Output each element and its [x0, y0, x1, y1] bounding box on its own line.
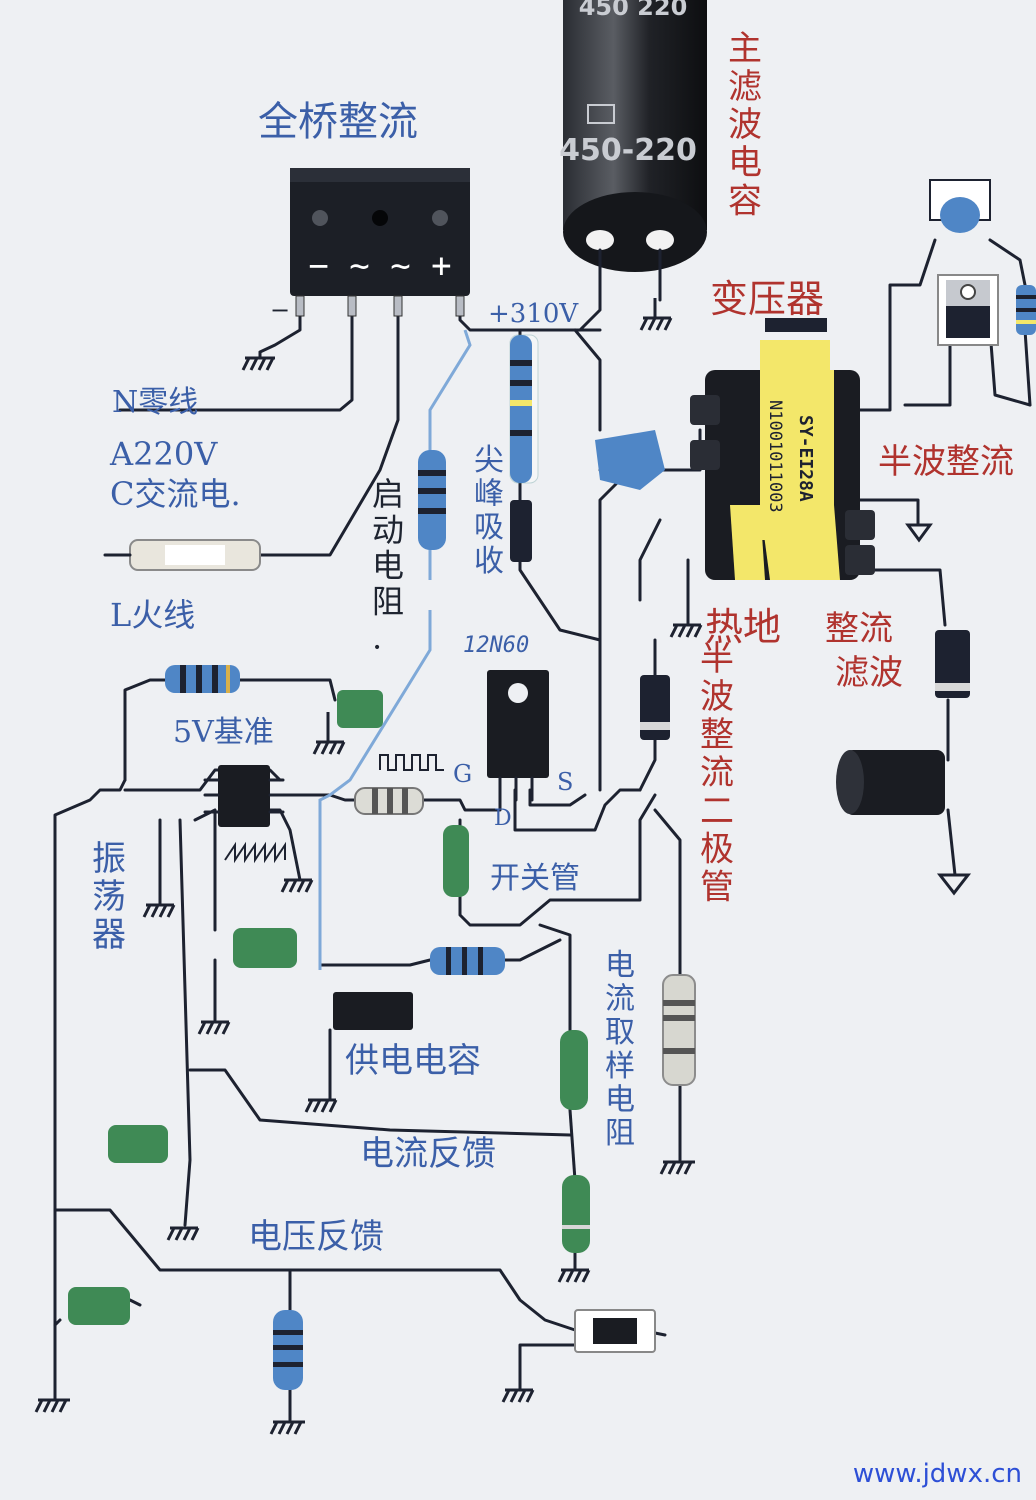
label-310v: +310V — [488, 299, 579, 329]
arrow-ground-icon — [936, 873, 972, 896]
ground-icon — [269, 1420, 305, 1435]
label-hot-ground: 热地 — [705, 605, 781, 649]
label-bridge: 全桥整流 — [258, 99, 418, 145]
label-ref-5v: 5V基准 — [173, 715, 274, 750]
oscillator-capacitor — [233, 928, 297, 968]
main-capacitor: 450 220 450-220 — [559, 0, 707, 302]
ref-resistor — [165, 665, 240, 693]
mosfet — [487, 670, 549, 802]
label-transformer: 变压器 — [710, 277, 824, 321]
pwm-wave-icon — [379, 754, 444, 771]
label-supply-cap: 供电电容 — [345, 1041, 481, 1081]
label-oscillator: 振荡器 — [92, 839, 126, 955]
label-switch-tube: 开关管 — [490, 861, 580, 896]
label-main-cap-1: 主滤波电容 — [728, 29, 762, 221]
label-current-fb: 电流反馈 — [360, 1134, 496, 1174]
startup-trace-2 — [318, 610, 432, 970]
wires — [53, 238, 1032, 1422]
cap-marking-top: 450 220 — [579, 0, 688, 21]
ref-capacitor — [337, 690, 383, 728]
label-snubber: 尖峰吸收 — [474, 443, 504, 579]
label-rect-filter-1: 整流滤波 — [825, 609, 903, 693]
label-mosfet-part: 12N60 — [463, 633, 529, 658]
label-rect-filter: 整流滤波 — [825, 609, 903, 693]
ground-symbols — [34, 298, 972, 1435]
arrow-ground-icon — [905, 523, 933, 543]
ground-icon — [34, 1398, 70, 1413]
controller-ic — [203, 765, 285, 827]
transformer: N1001011003 SY-EI28A — [690, 318, 875, 580]
ground-icon — [142, 903, 176, 918]
output-regulator — [929, 179, 1036, 346]
snubber-resistor — [509, 334, 539, 484]
label-pin-g: G — [453, 760, 472, 788]
label-startup: 启动电阻. — [372, 475, 404, 656]
label-voltage-fb: 电压反馈 — [248, 1217, 384, 1257]
output-capacitor — [836, 750, 945, 815]
snubber-diode — [510, 500, 532, 562]
label-pin-d: D — [494, 806, 512, 831]
label-oscillator-text: 振荡器 — [92, 839, 126, 955]
label-current-sense: 电流取样电阻 — [605, 948, 635, 1151]
vfb-capacitor — [68, 1287, 130, 1325]
feedback-resistor — [430, 947, 505, 975]
ground-icon — [501, 1388, 535, 1403]
transformer-marking: SY-EI28A — [795, 415, 816, 502]
startup-resistor — [418, 450, 446, 550]
supply-capacitor — [333, 992, 413, 1030]
ground-icon — [659, 1160, 695, 1175]
label-minus: − — [270, 296, 290, 324]
watermark: www.jdwx.cn — [853, 1459, 1022, 1489]
sawtooth-icon — [224, 841, 286, 864]
fb-capacitor — [108, 1125, 168, 1163]
optocoupler — [574, 1309, 656, 1353]
fuse — [103, 539, 261, 571]
transformer-marking-2: N1001011003 — [765, 400, 785, 513]
label-half-wave-diode: 半波整流二极管 — [700, 639, 734, 907]
ground-icon — [197, 1020, 231, 1035]
label-current-sense-text: 电流取样电阻 — [605, 948, 635, 1151]
ground-icon — [241, 352, 275, 371]
ground-icon — [280, 878, 314, 893]
bridge-pin-labels: − ~ ~ + — [308, 246, 451, 286]
ground-icon — [557, 1268, 591, 1283]
label-ac220-c: C交流电. — [110, 475, 241, 513]
sense-resistor-white — [662, 974, 696, 1086]
cap-marking-side: 450-220 — [559, 133, 697, 168]
rect-diode — [935, 630, 970, 698]
label-half-wave-diode-text: 半波整流二极管 — [700, 639, 734, 907]
snubber-capacitor — [595, 430, 665, 490]
label-pin-s: S — [557, 768, 573, 796]
ground-icon — [312, 712, 346, 755]
ground-icon — [639, 298, 673, 331]
ground-icon — [669, 623, 703, 638]
label-snubber-text: 尖峰吸收 — [474, 443, 504, 579]
label-ac220-a: A220V — [109, 435, 218, 473]
current-sense-resistor — [560, 1030, 588, 1110]
label-n-line: N零线 — [112, 385, 198, 420]
fb-resistor — [562, 1175, 590, 1253]
ground-icon — [304, 1098, 338, 1113]
label-main-cap: 主滤波电容 — [728, 29, 762, 221]
label-startup-text: 启动电阻. — [372, 475, 404, 656]
label-l-line: L火线 — [110, 596, 195, 634]
label-half-wave-top: 半波整流 — [878, 442, 1014, 482]
vfb-resistor — [273, 1310, 303, 1390]
ground-icon — [166, 1226, 200, 1241]
gate-resistor — [354, 787, 424, 815]
output-diode — [640, 675, 670, 740]
bridge-rectifier: − ~ ~ + — [290, 168, 470, 317]
gate-pd-resistor — [443, 825, 469, 897]
